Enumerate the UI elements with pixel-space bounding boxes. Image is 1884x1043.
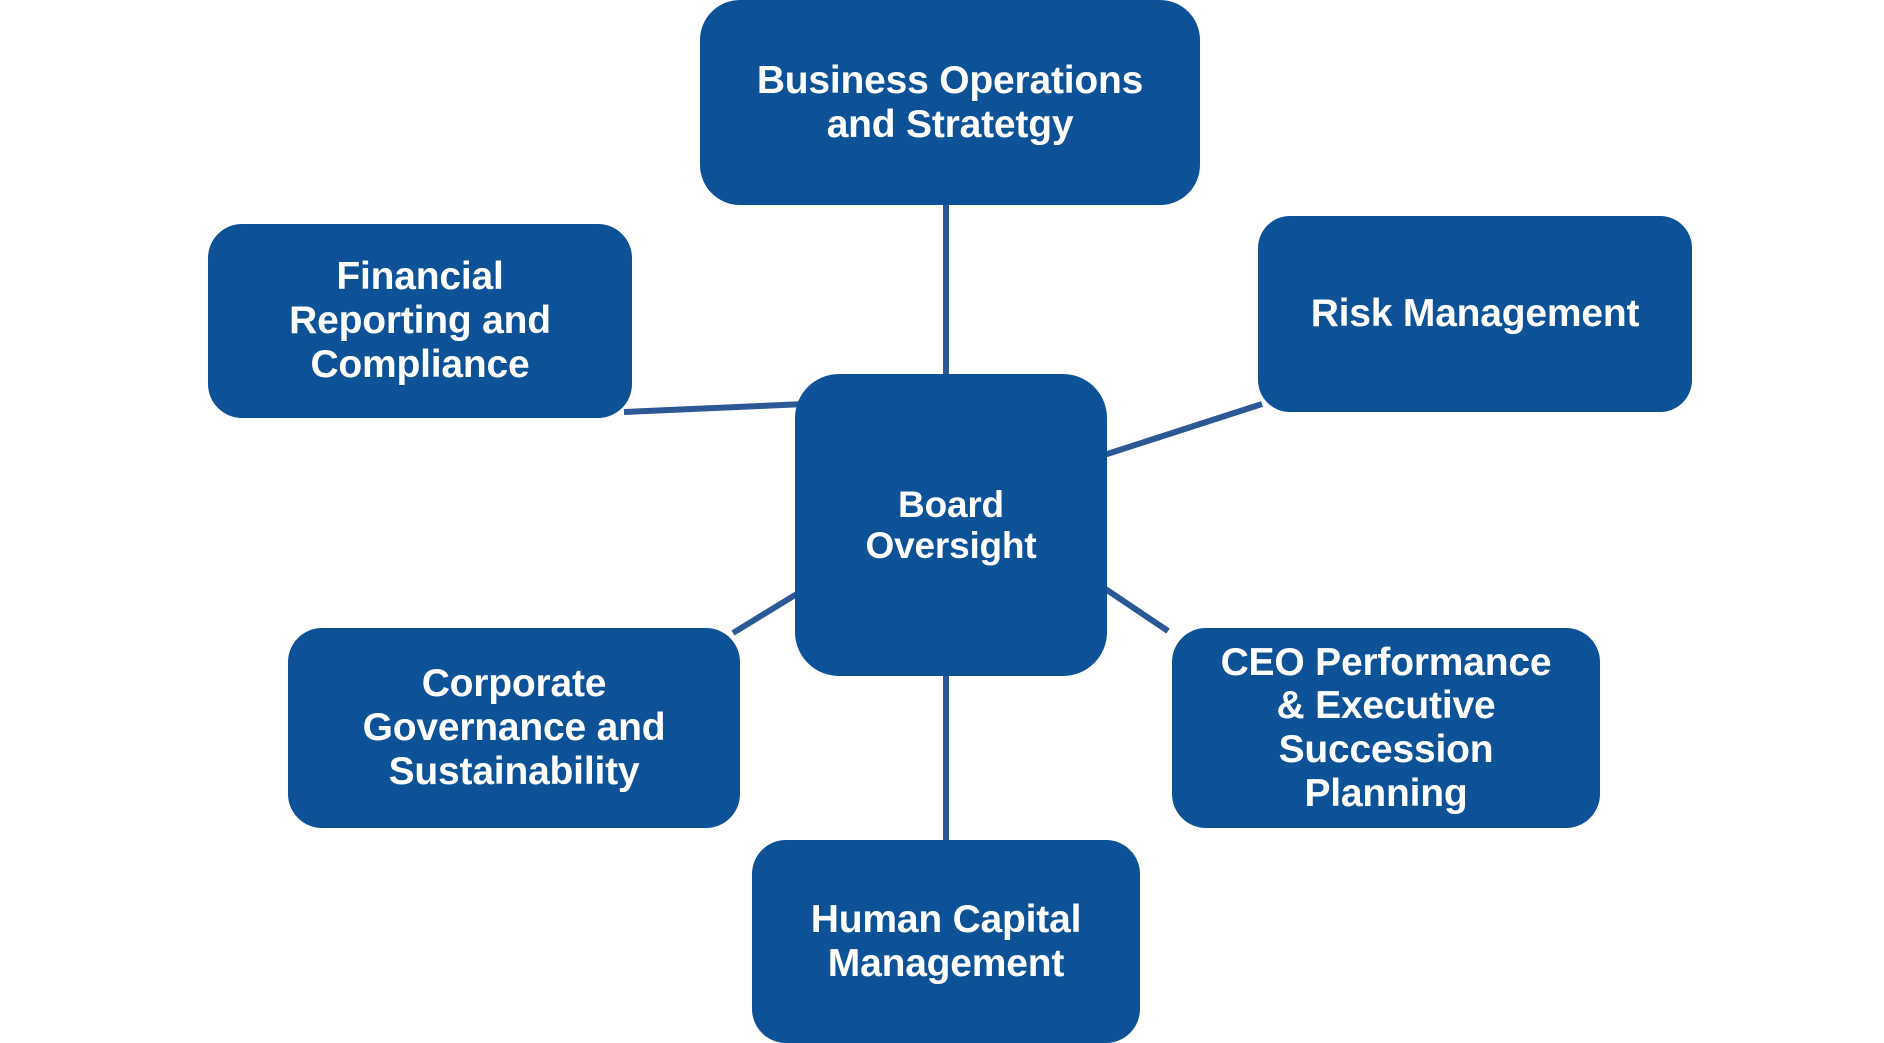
node-human-capital-management[interactable]: Human Capital Management	[752, 840, 1140, 1043]
node-label-business-operations-and-strategy: Business Operations and Stratetgy	[756, 58, 1144, 146]
node-label-board-oversight: Board Oversight	[865, 483, 1037, 566]
node-business-operations-and-strategy[interactable]: Business Operations and Stratetgy	[700, 0, 1200, 205]
connector-center-to-left	[623, 401, 807, 415]
node-board-oversight[interactable]: Board Oversight	[795, 374, 1107, 676]
connector-center-to-bottom-right	[1102, 585, 1170, 634]
node-risk-management[interactable]: Risk Management	[1258, 216, 1692, 412]
node-label-risk-management: Risk Management	[1310, 292, 1640, 336]
node-corporate-governance-and-sustainability[interactable]: Corporate Governance and Sustainability	[288, 628, 740, 828]
node-financial-reporting-and-compliance[interactable]: Financial Reporting and Compliance	[208, 224, 632, 418]
node-label-human-capital-management: Human Capital Management	[810, 897, 1082, 985]
node-label-financial-reporting-and-compliance: Financial Reporting and Compliance	[289, 255, 551, 386]
node-label-ceo-performance-and-executive-succession-planning: CEO Performance & Executive Succession P…	[1220, 640, 1552, 815]
node-label-corporate-governance-and-sustainability: Corporate Governance and Sustainability	[362, 662, 666, 793]
connector-center-to-right	[1100, 401, 1263, 459]
node-ceo-performance-and-executive-succession-planning[interactable]: CEO Performance & Executive Succession P…	[1172, 628, 1600, 828]
connector-center-to-bottom-left	[731, 589, 802, 636]
